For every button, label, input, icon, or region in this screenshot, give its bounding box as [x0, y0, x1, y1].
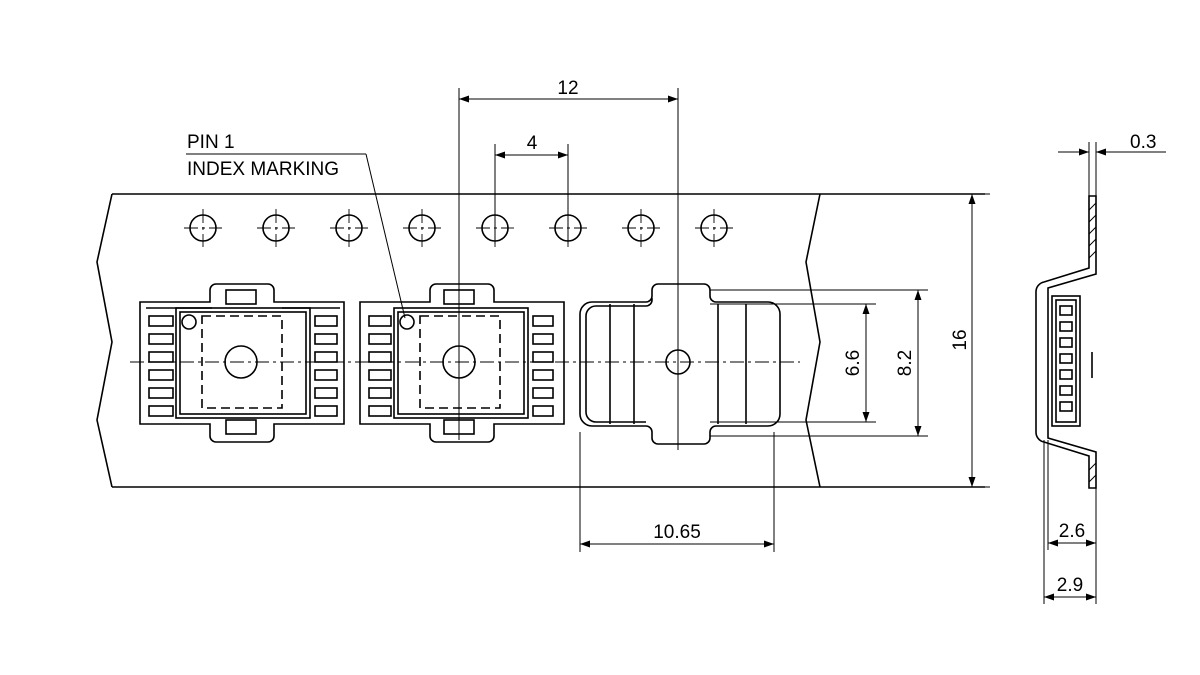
lead-fin [532, 333, 554, 345]
dimension-tape-width: 16 [950, 193, 990, 488]
dimension-sprocket-pitch: 4 [494, 133, 569, 244]
lead-fin [314, 405, 338, 417]
lead-fin [314, 369, 338, 381]
sprocket-hole [257, 209, 295, 247]
tape-section-view [1035, 195, 1097, 489]
section-fin [1059, 401, 1073, 412]
lead-fin [148, 369, 174, 381]
lead-fin [314, 333, 338, 345]
lead-fin [368, 369, 392, 381]
pin1-callout: PIN 1 INDEX MARKING [186, 132, 406, 319]
sprocket-holes [184, 209, 733, 247]
dimension-widths: 6.6 8.2 [710, 289, 928, 437]
lead-fin [314, 387, 338, 399]
lead-fin [148, 405, 174, 417]
dim-12-label: 12 [557, 78, 578, 99]
lead-fin [368, 315, 392, 327]
sprocket-hole [330, 209, 368, 247]
dim-10-65-label: 10.65 [653, 522, 701, 543]
dimension-depths: 2.6 2.9 [1043, 440, 1097, 604]
dim-2-6-label: 2.6 [1059, 521, 1085, 542]
lead-fin [148, 351, 174, 363]
lead-fin [532, 315, 554, 327]
lead-fin [314, 315, 338, 327]
lead-fin [368, 351, 392, 363]
lead-fin [148, 387, 174, 399]
sprocket-hole [184, 209, 222, 247]
lead-fin [532, 351, 554, 363]
lead-fin [368, 387, 392, 399]
empty-pocket [579, 283, 781, 445]
tape-outline [96, 193, 985, 488]
dim-6-6-label: 6.6 [843, 350, 864, 376]
callout-line1: PIN 1 [187, 132, 235, 153]
section-fin [1059, 369, 1073, 380]
dim-2-9-label: 2.9 [1057, 575, 1083, 596]
lead-fin [532, 387, 554, 399]
dim-8-2-label: 8.2 [895, 350, 916, 376]
dimension-pocket-pitch: 12 [458, 78, 679, 450]
dimension-pocket-length: 10.65 [579, 432, 775, 552]
sprocket-hole [622, 209, 660, 247]
lead-fin [368, 333, 392, 345]
dimension-tape-thickness: 0.3 [1058, 132, 1166, 196]
component-2 [359, 283, 565, 443]
dim-16-label: 16 [950, 329, 971, 350]
lead-fin [148, 333, 174, 345]
lead-fin [532, 369, 554, 381]
section-fin [1059, 321, 1073, 332]
dim-0-3-label: 0.3 [1130, 132, 1156, 153]
dim-4-label: 4 [527, 133, 538, 154]
section-fin [1059, 305, 1073, 316]
section-fin [1059, 385, 1073, 396]
lead-fin [148, 315, 174, 327]
component-leads [148, 315, 554, 417]
lead-fin [314, 351, 338, 363]
section-fin [1059, 353, 1073, 364]
lead-fin [532, 405, 554, 417]
component-1 [139, 283, 345, 443]
sprocket-hole [695, 209, 733, 247]
lead-fin [368, 405, 392, 417]
section-component-fins [1059, 305, 1073, 412]
section-fin [1059, 337, 1073, 348]
callout-line2: INDEX MARKING [187, 159, 339, 180]
sprocket-hole [403, 209, 441, 247]
